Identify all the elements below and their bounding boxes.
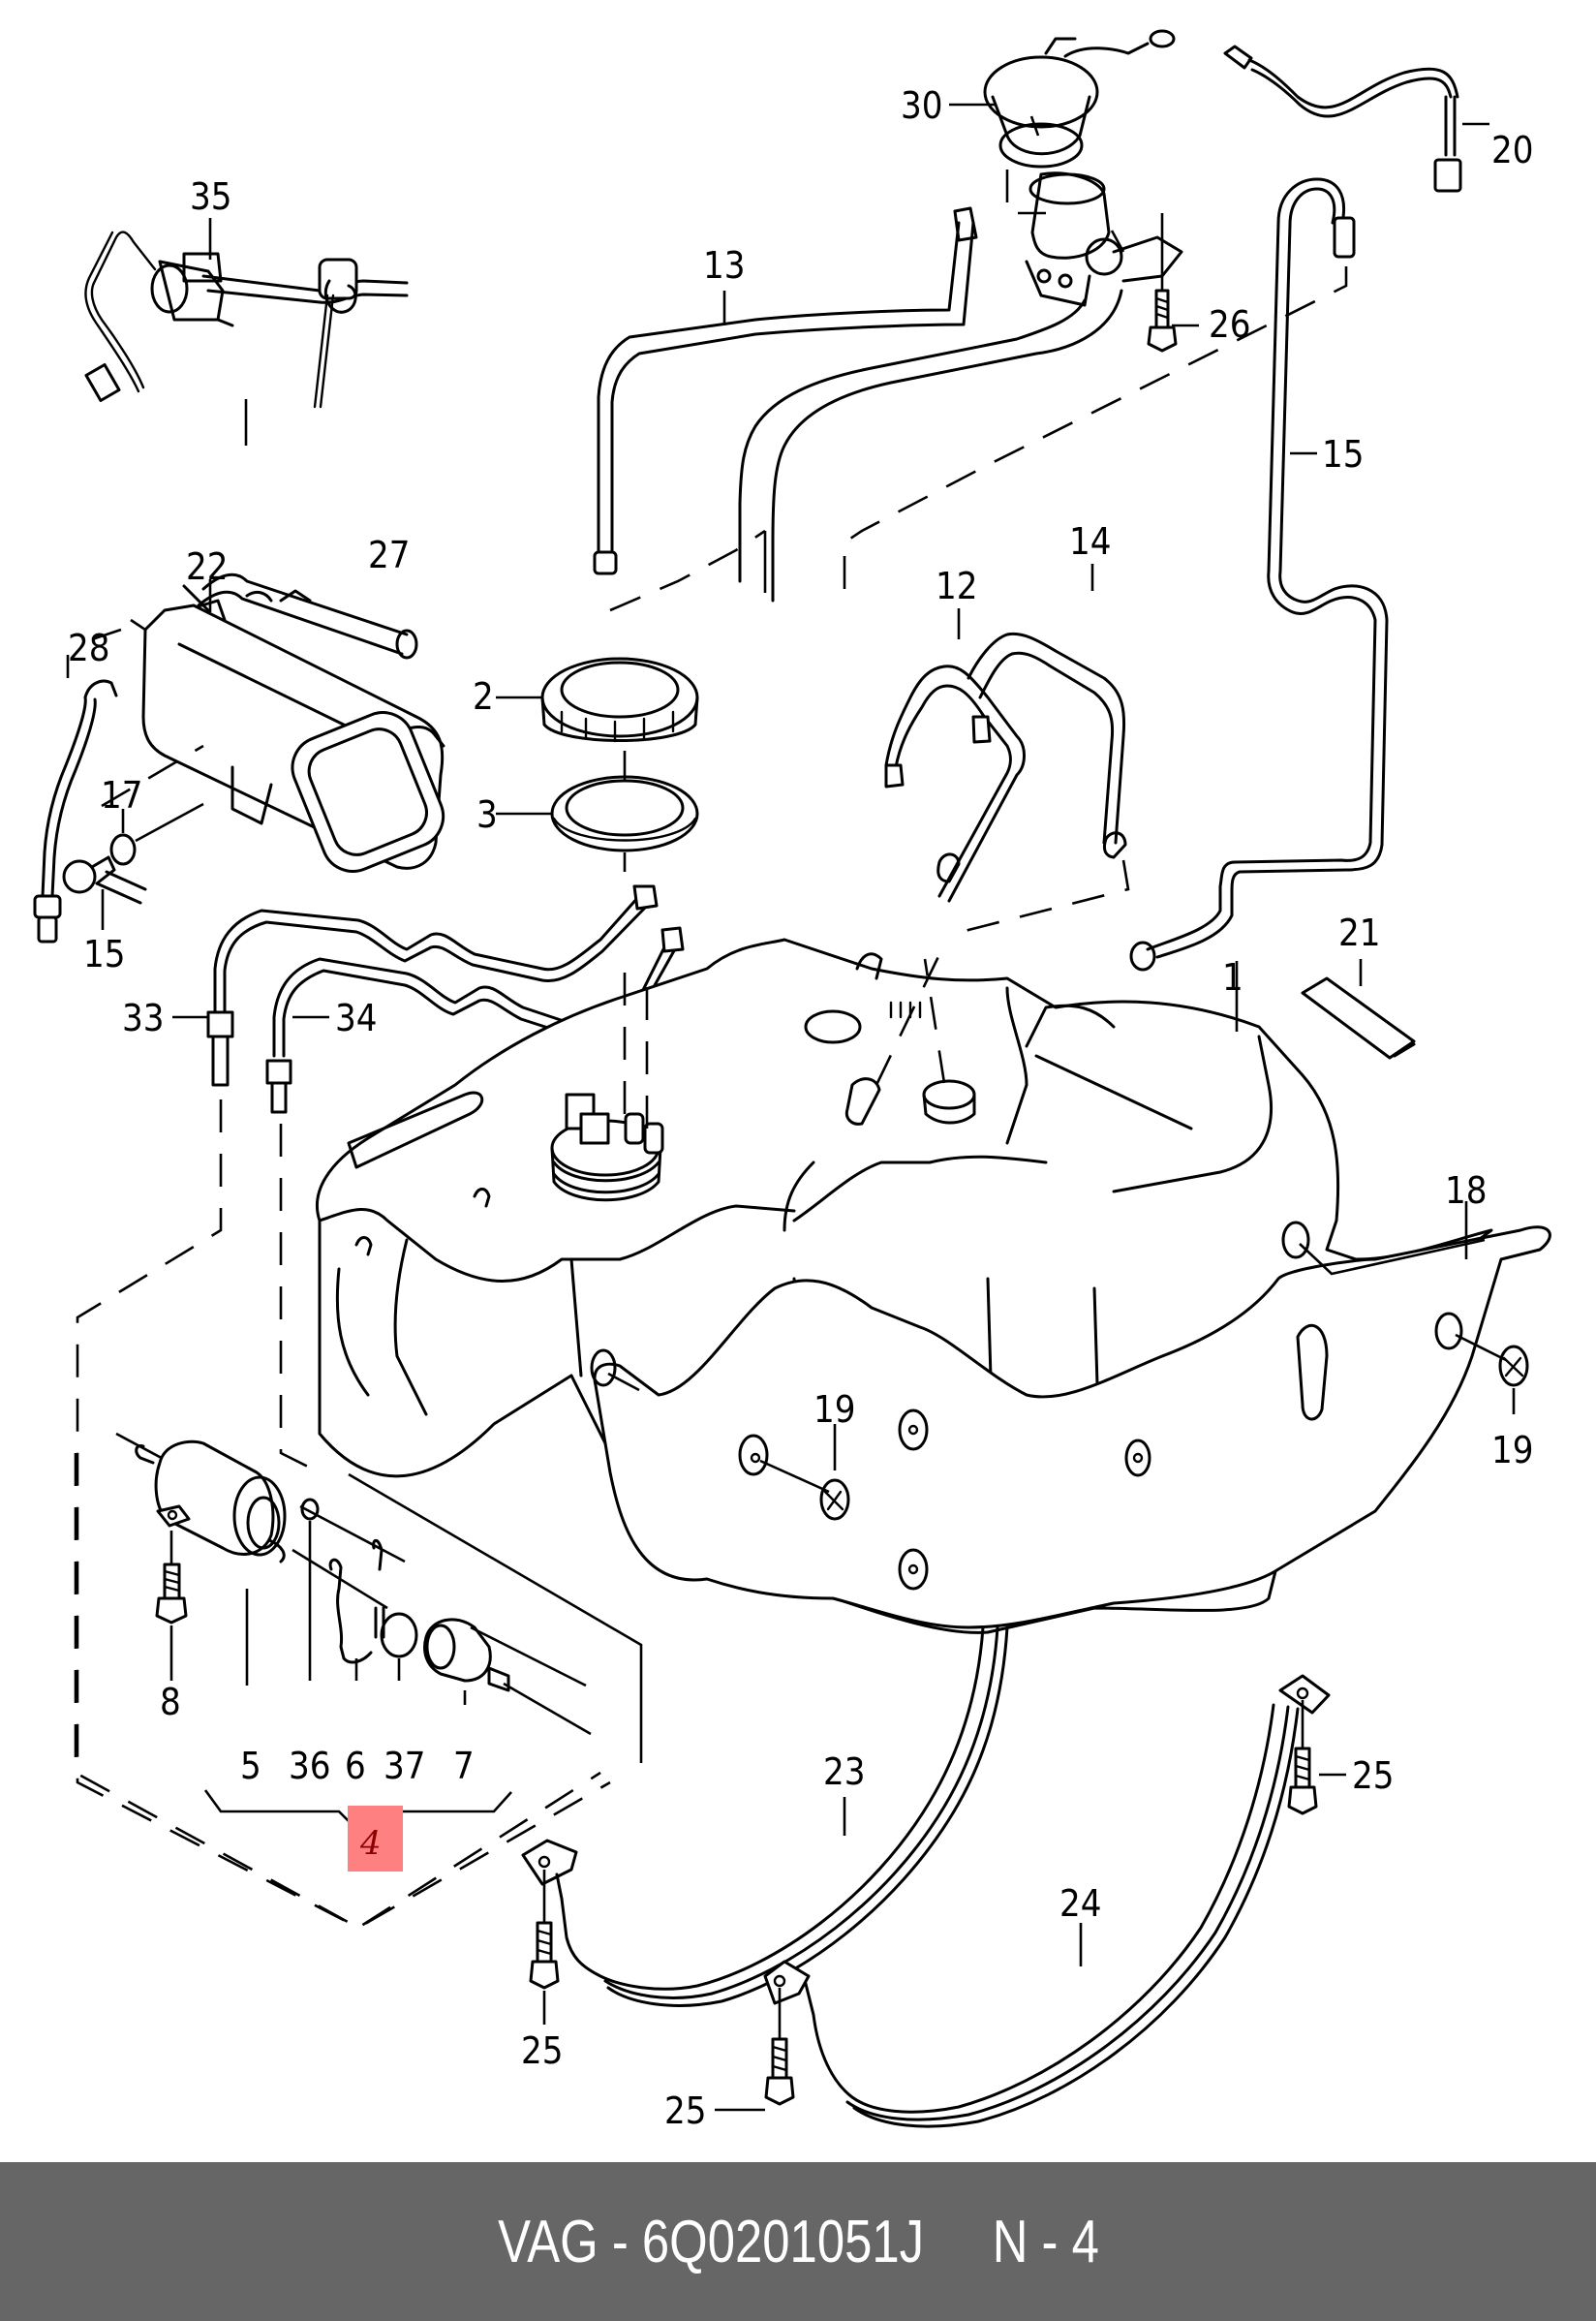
part-4-filter-assembly — [74, 1432, 643, 1930]
callout-34[interactable]: 34 — [335, 997, 378, 1039]
part-17-15-connector — [62, 744, 204, 930]
callout-15-right[interactable]: 15 — [1322, 433, 1365, 476]
callout-25-bottom-left[interactable]: 25 — [521, 2029, 564, 2072]
callout-37[interactable]: 37 — [384, 1745, 426, 1787]
part-info-footer: VAG - 6Q0201051J N - 4 — [0, 2162, 1596, 2321]
callout-24[interactable]: 24 — [1059, 1882, 1102, 1925]
part-2-3-rings — [496, 657, 699, 872]
callout-7[interactable]: 7 — [453, 1745, 475, 1787]
callout-17[interactable]: 17 — [101, 774, 143, 817]
part-28-pipe — [33, 655, 118, 944]
callout-15-left[interactable]: 15 — [83, 933, 126, 975]
callout-35[interactable]: 35 — [190, 175, 232, 218]
callout-labels: 35 13 30 20 26 15 22 27 28 12 14 2 3 17 … — [68, 84, 1534, 2132]
part-13-hose — [593, 206, 978, 612]
callout-27[interactable]: 27 — [368, 534, 411, 576]
callout-33[interactable]: 33 — [122, 997, 165, 1039]
callout-26[interactable]: 26 — [1209, 303, 1251, 346]
part-12-14-hoses — [884, 564, 1130, 940]
callout-8[interactable]: 8 — [160, 1681, 181, 1723]
callout-23[interactable]: 23 — [823, 1750, 866, 1793]
part-21-label — [1301, 959, 1416, 1060]
callout-4-highlighted[interactable]: 4 — [359, 1824, 382, 1863]
callout-3[interactable]: 3 — [476, 793, 498, 836]
part-30-filler-cap — [949, 29, 1176, 169]
callout-25-bottom[interactable]: 25 — [664, 2089, 707, 2132]
filler-neck — [738, 115, 1183, 603]
callout-5[interactable]: 5 — [240, 1745, 261, 1787]
callout-30[interactable]: 30 — [901, 84, 943, 127]
part-20-wire — [1223, 45, 1489, 193]
part-18-heat-shield — [590, 1201, 1551, 1629]
callout-13[interactable]: 13 — [703, 244, 746, 287]
callout-19-center[interactable]: 19 — [813, 1388, 856, 1431]
part-23-24-straps — [521, 1625, 1346, 2128]
highlight-box-part-4 — [348, 1806, 403, 1872]
callout-2[interactable]: 2 — [473, 675, 494, 718]
callout-21[interactable]: 21 — [1338, 912, 1381, 954]
callout-20[interactable]: 20 — [1491, 129, 1534, 171]
part-22-canister — [91, 579, 445, 873]
callout-22[interactable]: 22 — [186, 545, 229, 588]
callout-36[interactable]: 36 — [289, 1745, 331, 1787]
part-number-caption: VAG - 6Q0201051J N - 4 — [497, 2208, 1099, 2275]
callout-18[interactable]: 18 — [1445, 1169, 1488, 1212]
callout-1[interactable]: 1 — [1222, 956, 1243, 999]
callout-6[interactable]: 6 — [345, 1745, 366, 1787]
callout-12[interactable]: 12 — [936, 565, 978, 607]
callout-14[interactable]: 14 — [1069, 520, 1112, 563]
callout-25-right[interactable]: 25 — [1352, 1754, 1395, 1797]
parts-diagram: 35 13 30 20 26 15 22 27 28 12 14 2 3 17 … — [33, 29, 1551, 2132]
part-15-line — [843, 177, 1389, 972]
part-35-valve-harness — [84, 218, 409, 409]
callout-28[interactable]: 28 — [68, 627, 110, 669]
callout-19-right[interactable]: 19 — [1491, 1429, 1534, 1471]
part-26-bolt — [1147, 213, 1199, 353]
